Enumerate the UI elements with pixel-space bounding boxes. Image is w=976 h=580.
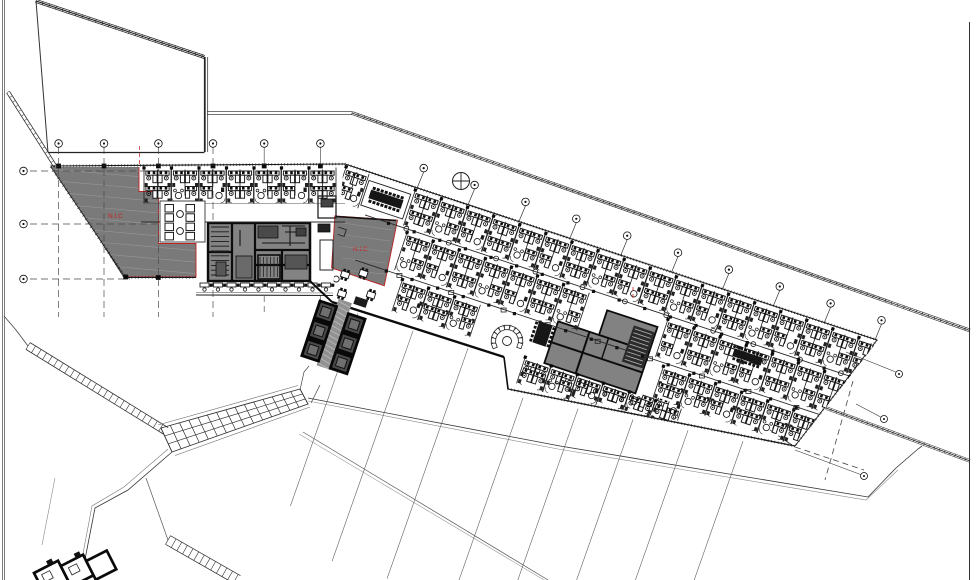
svg-text:N.I.C: N.I.C — [108, 213, 123, 220]
svg-text:N.I.C: N.I.C — [353, 246, 368, 253]
